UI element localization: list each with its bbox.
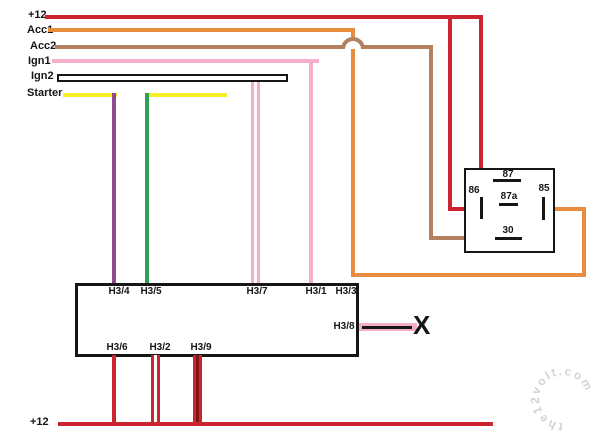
wire-h3-9-drop [193,355,202,424]
wire-acc2-to-pin30 [429,236,496,240]
label-plus12-top: +12 [28,9,47,21]
relay-pin-87a-label: 87a [500,191,518,202]
connector-box [75,283,359,357]
label-starter: Starter [27,87,63,99]
wire-12v-bottom [58,422,493,426]
wire-acc2-right [363,45,433,49]
connector-pin-h3-9: H3/9 [190,342,212,353]
wire-starter-green-drop [145,93,149,285]
relay-pin-85-bar [542,197,545,220]
wire-acc2-left [55,45,343,49]
wire-acc1-bottom-run [351,273,586,277]
label-acc1: Acc1 [27,24,54,36]
label-ign1: Ign1 [28,55,51,67]
not-connected-x: X [413,310,431,340]
wire-h3-2-drop [151,355,160,422]
watermark-text: the12volt.com [528,364,595,434]
relay-pin-87a-bar [499,203,518,206]
wire-starter-right [146,93,227,97]
relay-pin-86-label: 86 [468,185,480,196]
label-plus12-bottom: +12 [30,416,49,428]
connector-pin-h3-6: H3/6 [106,342,128,353]
connector-pin-h3-1: H3/1 [305,286,327,297]
relay-pin-30-bar [495,237,522,240]
connector-pin-h3-7: H3/7 [246,286,268,297]
connector-pin-h3-3: H3/3 [335,286,357,297]
wire-ign2-drop-left [251,82,254,285]
svg-text:the12volt.com: the12volt.com [528,364,597,434]
wire-acc1-riser [582,207,586,277]
wire-acc1-to-pin85 [545,207,586,211]
wire-h3-6-drop [112,355,116,424]
connector-pin-h3-5: H3/5 [140,286,162,297]
wire-h3-8-stub-core [362,326,412,329]
relay-pin-87-bar [493,179,521,182]
wire-12v-drop-86 [448,15,452,211]
wire-12v-top [45,15,483,19]
wire-12v-drop-87a [479,15,483,205]
relay-pin-85-label: 85 [538,183,550,194]
wire-starter-purple-drop [112,93,116,285]
wire-acc1-drop [351,28,355,277]
relay-pin-86-bar [480,197,483,219]
wire-ign1 [52,59,319,63]
relay-pin-30-label: 30 [502,225,514,236]
wire-acc1 [48,28,355,32]
wire-acc2-hop [341,37,365,49]
relay-pin-87-label: 87 [502,169,514,180]
connector-pin-h3-2: H3/2 [149,342,171,353]
watermark-logo: the12volt.com [528,364,597,434]
label-ign2: Ign2 [31,70,54,82]
label-acc2: Acc2 [30,40,57,52]
wire-ign2-drop-right [257,82,260,285]
wire-starter-left [63,93,117,97]
wire-ign2 [57,74,288,82]
connector-pin-h3-8: H3/8 [333,321,355,332]
wire-acc2-drop [429,45,433,239]
wire-ign1-drop [309,59,313,285]
connector-pin-h3-4: H3/4 [108,286,130,297]
